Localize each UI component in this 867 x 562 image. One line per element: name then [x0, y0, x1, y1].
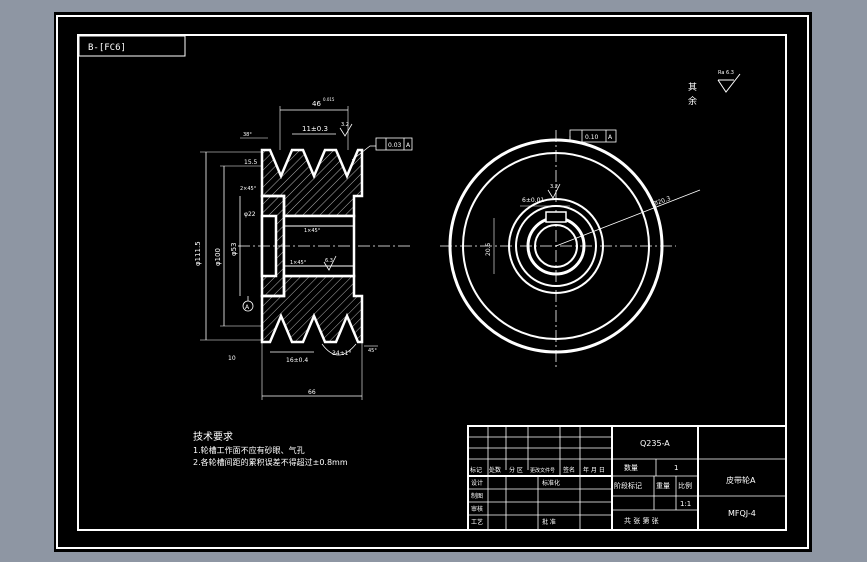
tb-head-docno: 更改文件号 — [530, 467, 555, 474]
front-view: φ111.5 φ100 φ53 φ22 15.5 2×45° 38° 46 0.… — [194, 97, 413, 400]
roughness-symbol-value: Ra 6.3 — [718, 70, 734, 76]
tb-head-mark: 标记 — [470, 466, 482, 474]
tb-head-count: 处数 — [489, 466, 501, 474]
radius-leader — [555, 189, 701, 247]
runout-datum-side: A — [608, 134, 613, 141]
corner-tag-box — [78, 35, 186, 57]
runout-value-front: 0.03 — [388, 142, 402, 149]
dim-pd: φ100 — [214, 248, 222, 266]
roughness-label-top: 其 — [688, 82, 697, 93]
side-view: Ø20.3 0.10 A 6±0.01 3.2 20.5 — [440, 129, 701, 370]
tb-sheets: 共 张 第 张 — [624, 516, 659, 525]
notes-title: 技术要求 — [193, 430, 233, 443]
dim-bore: φ53 — [230, 242, 238, 256]
tb-drafter: 制图 — [471, 492, 483, 500]
tb-scale-value: 1:1 — [680, 500, 691, 508]
tb-qty-value: 1 — [674, 464, 678, 472]
keyway-roughness: 3.2 — [550, 184, 558, 190]
runout-datum-front: A — [406, 142, 411, 149]
corner-tag: B-[FC6] — [88, 43, 126, 53]
dim-hub: φ22 — [244, 211, 256, 218]
roughness-symbol-icon — [717, 73, 741, 93]
dim-bottom-2: 34±1° — [332, 350, 351, 357]
tb-head-sign: 签名 — [563, 466, 575, 474]
tb-material: Q235-A — [640, 439, 670, 448]
keyway-depth: 20.5 — [485, 242, 492, 256]
tb-stage-label: 阶段标记 — [614, 481, 642, 490]
tb-qty-label: 数量 — [624, 463, 638, 472]
title-block: 标记 处数 分 区 更改文件号 签名 年 月 日 设计 标准化 制图 审核 工艺… — [467, 425, 787, 531]
dim-top-tol: 0.015 — [323, 97, 335, 102]
tb-approve: 批 准 — [542, 518, 556, 526]
dim-chamfer-1: 2×45° — [240, 186, 257, 192]
datum-circle-label: A — [245, 304, 250, 311]
dim-od: φ111.5 — [194, 241, 202, 266]
keyway-width: 6±0.01 — [522, 197, 544, 204]
tb-design: 设计 — [471, 479, 483, 487]
dim-groove-depth: 15.5 — [244, 159, 258, 166]
sheet-border-outer — [56, 15, 809, 549]
drawing-sheet — [54, 12, 812, 552]
dim-bottom-1: 16±0.4 — [286, 357, 308, 364]
pulley-hub-circle — [508, 198, 604, 294]
tb-head-date: 年 月 日 — [583, 466, 605, 474]
notes-item-2: 2.各轮槽间距的累积误差不得超过±0.8mm — [193, 457, 348, 467]
tb-process: 工艺 — [471, 518, 483, 526]
bore-roughness: 6.3 — [325, 258, 333, 264]
pulley-bore-inner — [534, 224, 578, 268]
tb-weight-label: 重量 — [656, 482, 670, 490]
notes-item-1: 1.轮槽工作面不应有砂眼、气孔 — [193, 445, 305, 455]
keyway — [545, 211, 567, 223]
dim-width: 66 — [308, 389, 316, 396]
angle-top: 38° — [243, 132, 252, 138]
runout-frame-side — [569, 129, 617, 143]
tb-head-zone: 分 区 — [509, 466, 523, 474]
chamfer-hub: 1×45° — [290, 260, 307, 266]
dim-top: 46 — [312, 100, 321, 108]
roughness-label-bottom: 余 — [688, 95, 697, 107]
tb-review: 审核 — [471, 505, 483, 513]
front-roughness-ra: 3.2 — [341, 122, 349, 128]
tb-scale-label: 比例 — [678, 481, 692, 490]
tb-standard: 标准化 — [542, 479, 560, 487]
tb-part-name: 皮带轮A — [726, 475, 756, 485]
runout-frame-front — [375, 137, 413, 151]
angle-bottom: 45° — [368, 348, 377, 354]
dim-pitch: 11±0.3 — [302, 125, 328, 133]
pulley-inner-rim — [462, 152, 650, 340]
tb-drawing-no: MFQJ-4 — [728, 509, 756, 518]
runout-value-side: 0.10 — [585, 134, 599, 141]
dim-bottom-left: 10 — [228, 355, 236, 362]
chamfer-bore: 1×45° — [304, 228, 321, 234]
sheet-border-inner — [77, 34, 787, 531]
